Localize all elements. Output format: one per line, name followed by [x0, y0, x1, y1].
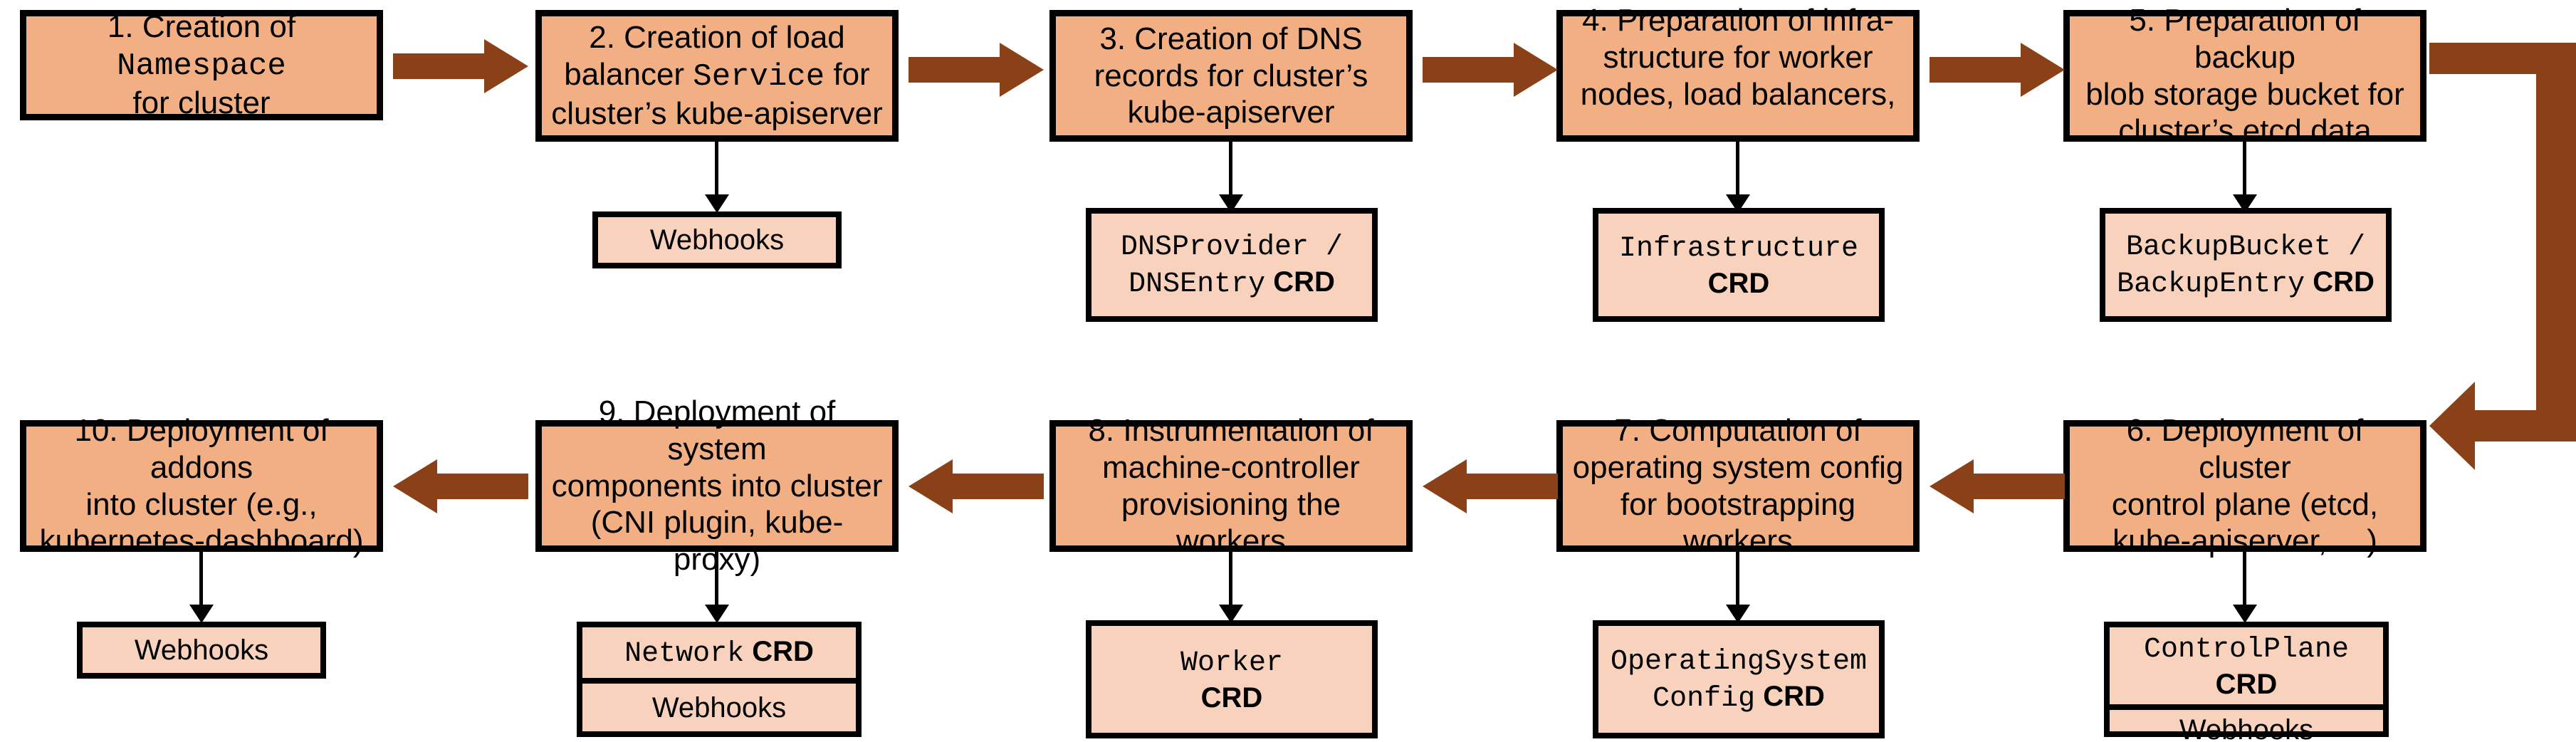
artifact-box-step-10[interactable]: Webhooks: [77, 622, 326, 679]
step-10-label: 10. Deployment of addons into cluster (e…: [39, 412, 364, 559]
connector-9-to-artifacts: [715, 552, 718, 607]
artifact-row: Network CRD: [624, 635, 814, 670]
step-1-label: 1. Creation of Namespace for cluster: [107, 9, 296, 121]
arrow-2-to-3-icon: [909, 43, 1044, 97]
connector-7-to-crd: [1736, 552, 1739, 607]
step-box-8[interactable]: 8. Instrumentation of machine-controller…: [1049, 413, 1413, 558]
artifact-box-step-2[interactable]: Webhooks: [592, 211, 842, 268]
connector-4-to-crd: [1736, 142, 1739, 197]
connector-8-arrowhead-icon: [1219, 605, 1243, 623]
connector-7-arrowhead-icon: [1726, 605, 1750, 623]
step-7-label: 7. Computation of operating system confi…: [1572, 412, 1904, 559]
artifact-box-step-9[interactable]: Network CRD Webhooks: [577, 622, 862, 737]
connector-3-to-crd: [1229, 142, 1232, 197]
step-box-7[interactable]: 7. Computation of operating system confi…: [1556, 413, 1920, 558]
step-box-10[interactable]: 10. Deployment of addons into cluster (e…: [20, 413, 383, 558]
connector-5-to-crd: [2243, 142, 2246, 197]
artifact-row: Webhooks: [649, 224, 785, 256]
arrow-6-to-7-icon: [1930, 459, 2065, 513]
artifact-row: BackupBucket / BackupEntry CRD: [2117, 231, 2375, 301]
artifact-box-step-8[interactable]: Worker CRD: [1086, 620, 1378, 738]
artifact-box-step-7[interactable]: OperatingSystem Config CRD: [1593, 620, 1885, 738]
artifact-box-step-6[interactable]: ControlPlane CRD Webhooks: [2104, 622, 2389, 742]
connector-9-arrowhead-icon: [705, 605, 729, 623]
step-2-label: 2. Creation of load balancer Service for…: [551, 19, 883, 132]
step-box-6[interactable]: 6. Deployment of cluster control plane (…: [2063, 413, 2426, 558]
step-8-label: 8. Instrumentation of machine-controller…: [1088, 412, 1374, 559]
arrow-3-to-4-icon: [1423, 43, 1558, 97]
arrow-8-to-9-icon: [909, 459, 1044, 513]
step-box-9[interactable]: 9. Deployment of system components into …: [535, 394, 899, 577]
step-box-5[interactable]: 5. Preparation of backup blob storage bu…: [2063, 3, 2426, 148]
arrow-9-to-10-icon: [393, 459, 528, 513]
connector-2-to-webhooks: [715, 142, 718, 197]
step-box-3[interactable]: 3. Creation of DNS records for cluster’s…: [1049, 10, 1413, 142]
arrow-5-to-6-icon: [2429, 43, 2576, 484]
step-6-label: 6. Deployment of cluster control plane (…: [2111, 412, 2379, 559]
artifact-box-step-4[interactable]: Infrastructure CRD: [1593, 208, 1885, 322]
artifact-row: Webhooks: [134, 634, 269, 666]
artifact-row: Infrastructure CRD: [1618, 233, 1859, 299]
arrow-1-to-2-icon: [393, 39, 528, 93]
artifact-row: ControlPlane CRD: [2143, 634, 2350, 700]
artifact-box-step-3[interactable]: DNSProvider / DNSEntry CRD: [1086, 208, 1378, 322]
connector-2-arrowhead-icon: [705, 194, 729, 213]
step-9-label: 9. Deployment of system components into …: [551, 394, 883, 578]
arrow-4-to-5-icon: [1930, 43, 2065, 97]
step-box-1[interactable]: 1. Creation of Namespace for cluster: [20, 9, 383, 121]
connector-10-arrowhead-icon: [189, 605, 214, 623]
artifact-row: OperatingSystem Config CRD: [1610, 646, 1868, 715]
artifact-row: Webhooks: [2110, 704, 2383, 742]
connector-10-to-webhooks: [199, 552, 203, 607]
connector-6-arrowhead-icon: [2233, 605, 2257, 623]
step-4-label: 4. Preparation of infra- structure for w…: [1580, 2, 1896, 149]
connector-8-to-crd: [1229, 552, 1232, 607]
step-3-label: 3. Creation of DNS records for cluster’s…: [1094, 21, 1368, 130]
artifact-row: Webhooks: [582, 678, 856, 731]
step-box-4[interactable]: 4. Preparation of infra- structure for w…: [1556, 3, 1920, 148]
artifact-box-step-5[interactable]: BackupBucket / BackupEntry CRD: [2100, 208, 2392, 322]
step-box-2[interactable]: 2. Creation of load balancer Service for…: [535, 10, 899, 142]
arrow-7-to-8-icon: [1423, 459, 1558, 513]
artifact-row: Worker CRD: [1180, 647, 1284, 714]
step-5-label: 5. Preparation of backup blob storage bu…: [2085, 2, 2404, 149]
artifact-row: DNSProvider / DNSEntry CRD: [1120, 231, 1344, 301]
connector-6-to-artifacts: [2243, 552, 2246, 607]
